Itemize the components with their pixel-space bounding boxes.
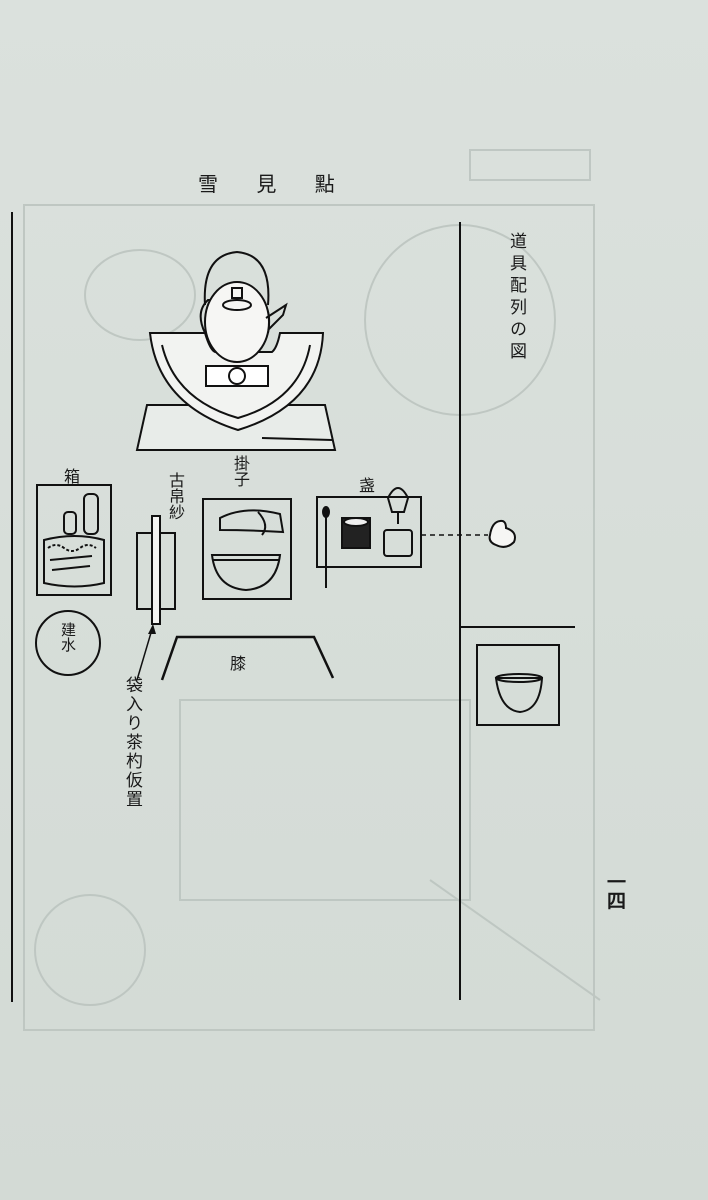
kensui-label: 建水 — [59, 622, 77, 652]
kettle-and-brazier-drawing — [135, 250, 337, 451]
chasen-arrow — [136, 625, 154, 681]
chasen-note-label: 袋入り茶杓仮置 — [122, 676, 142, 809]
kensui-circle — [35, 610, 101, 676]
hiza-label: 膝 — [230, 654, 247, 673]
hako-label: 箱 — [64, 467, 81, 486]
page-number: 一四 — [604, 872, 626, 910]
natsume-label: 盏 — [359, 476, 376, 495]
diagram-side-title: 道具配列の図 — [506, 232, 526, 364]
bowl-box-drawing — [476, 644, 560, 726]
chasen-arrowhead — [148, 624, 156, 634]
hiza-outline — [160, 635, 335, 681]
kobukusa-drawing — [136, 515, 176, 625]
kakego-label: 掛子 — [231, 455, 250, 487]
natsume-tray-drawing — [316, 487, 516, 588]
kakego-box-drawing — [202, 498, 292, 600]
hako-box-drawing — [36, 484, 112, 596]
page-title: 雪 見 點 — [198, 172, 351, 196]
kobukusa-label: 古帛紗 — [166, 472, 185, 520]
